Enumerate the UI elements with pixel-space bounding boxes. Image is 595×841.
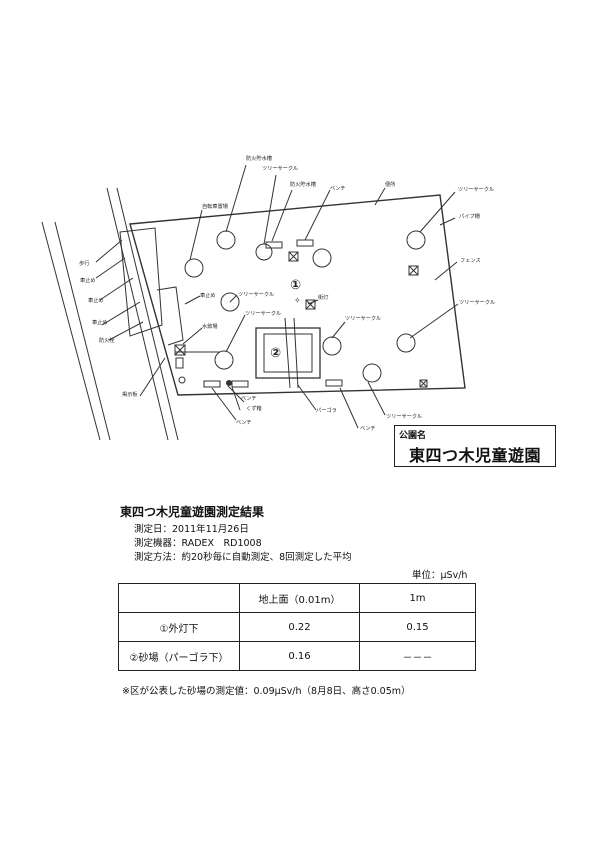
label-pipe-fence: パイプ柵: [459, 212, 481, 220]
table-row: ②砂場（パーゴラ下） 0.16 －－－: [118, 641, 476, 671]
road-line: [41, 221, 101, 441]
table-header-row: 地上面（0.01m） 1m: [118, 583, 476, 613]
bench: [325, 379, 343, 387]
label-lamp: 街灯: [318, 293, 328, 301]
tree-circle: [312, 248, 332, 268]
inner-path: [156, 286, 184, 346]
label-sign-board: 掲示板: [122, 390, 138, 398]
bench: [203, 380, 221, 388]
label-bench: ベンチ: [330, 185, 346, 192]
box-marker: [305, 299, 316, 310]
tree-circle: [396, 333, 416, 353]
label-car-stop: 車止め: [80, 276, 96, 284]
label-faucet: 水飲場: [202, 322, 218, 330]
tree-circle: [406, 230, 426, 250]
pergola-line: [293, 317, 299, 389]
tree-circle: [322, 336, 342, 356]
label-tank-small: 防火貯水槽: [290, 180, 316, 188]
footnote: ※区が公表した砂場の測定値：0.09μSv/h（8月8日、高さ0.05m）: [122, 686, 411, 697]
label-tree-circle: ツリーサークル: [238, 291, 274, 298]
table-header-cell: 地上面（0.01m）: [239, 583, 360, 613]
label-car-stop: 車止め: [92, 318, 108, 326]
tree-circle: [184, 258, 204, 278]
lamp-post: [178, 376, 186, 384]
box-marker: [288, 251, 299, 262]
road-line: [106, 187, 169, 441]
table-cell-location: ②砂場（パーゴラ下）: [118, 641, 240, 671]
unit-label: 単位：μSv/h: [412, 570, 468, 581]
bench: [265, 241, 283, 249]
road-line: [116, 187, 179, 441]
park-boundary: [129, 194, 466, 396]
marker-1: ①: [290, 278, 301, 293]
label-car-stop: 車止め: [88, 296, 104, 304]
tree-circle: [255, 243, 273, 261]
lamp-icon: ✧: [294, 296, 301, 305]
label-sidewalk: 歩行: [79, 259, 89, 267]
tree-circle: [220, 292, 240, 312]
table-cell-value: 0.16: [239, 641, 360, 671]
marker-2: ②: [270, 346, 281, 361]
label-bike-parking: 自転車置場: [202, 202, 228, 210]
measurement-method: 測定方法：約20秒毎に自動測定、8回測定した平均: [134, 552, 352, 563]
tree-circle: [214, 350, 234, 370]
box-marker: [174, 344, 186, 356]
label-fire-tank: 防火貯水槽: [246, 154, 272, 162]
table-cell-location: ①外灯下: [118, 612, 240, 642]
label-fence: フェンス: [460, 257, 481, 264]
table-header-cell: 1m: [359, 583, 476, 613]
park-name-box: 公園名 東四つ木児童遊園: [394, 425, 556, 467]
measurement-date: 測定日：2011年11月26日: [134, 524, 249, 535]
label-bench: ベンチ: [360, 425, 376, 432]
label-fire-hydrant: 防火栓: [99, 336, 115, 344]
sandbox-inner: [263, 333, 313, 373]
pergola-line: [284, 317, 291, 389]
tree-circle: [216, 230, 236, 250]
sandbox-outer: [255, 327, 321, 379]
table-header-cell: [118, 583, 240, 613]
table-cell-value: －－－: [359, 641, 476, 671]
box-marker: [408, 265, 419, 276]
park-map: 防火貯水槽 ツリーサークル 防火貯水槽 ベンチ 便所 ツリーサークル 自転車置場…: [41, 154, 495, 441]
road-line: [54, 221, 111, 441]
label-tree-circle: ツリーサークル: [345, 315, 381, 322]
park-name: 東四つ木児童遊園: [408, 446, 541, 465]
box-marker: [175, 357, 184, 369]
label-tree-circle: ツリーサークル: [245, 310, 281, 317]
bench: [296, 239, 314, 247]
park-name-label: 公園名: [399, 431, 427, 441]
label-bench: ベンチ: [236, 419, 252, 426]
label-bench: ベンチ: [241, 395, 257, 402]
label-tree-circle: ツリーサークル: [458, 186, 494, 193]
results-table: 地上面（0.01m） 1m ①外灯下 0.22 0.15 ②砂場（パーゴラ下） …: [118, 583, 476, 671]
label-tree-circle: ツリーサークル: [459, 299, 495, 306]
label-tree-circle: ツリーサークル: [262, 165, 298, 172]
garbage-can: [226, 380, 232, 386]
label-toilet: 便所: [385, 180, 395, 188]
label-tree-circle: ツリーサークル: [386, 413, 422, 420]
box-marker: [419, 379, 428, 388]
table-cell-value: 0.15: [359, 612, 476, 642]
measurement-device: 測定機器：RADEX RD1008: [134, 538, 262, 549]
bench: [231, 380, 249, 388]
label-pergola: パーゴラ: [316, 406, 337, 414]
table-cell-value: 0.22: [239, 612, 360, 642]
label-garbage: くず箱: [246, 404, 262, 412]
tree-circle: [362, 363, 382, 383]
bike-parking-area: [119, 227, 163, 337]
table-row: ①外灯下 0.22 0.15: [118, 612, 476, 642]
results-title: 東四つ木児童遊園測定結果: [120, 505, 265, 519]
label-car-stop: 車止め: [200, 291, 216, 299]
